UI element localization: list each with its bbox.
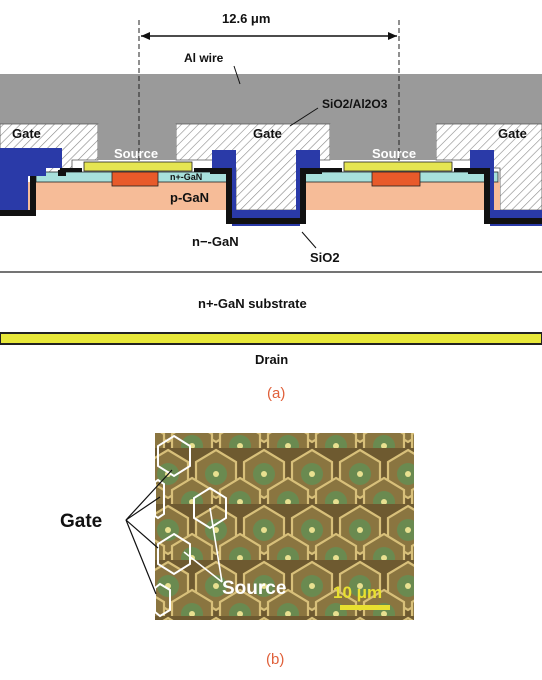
source-label-b: Source xyxy=(222,578,286,599)
gate-label-center: Gate xyxy=(253,126,282,141)
source-label-right: Source xyxy=(372,146,416,161)
red-region-left xyxy=(111,171,159,187)
scale-label: 10 μm xyxy=(333,583,382,602)
drain-label: Drain xyxy=(255,352,288,367)
source-label-left: Source xyxy=(114,146,158,161)
gate-leaders xyxy=(125,469,173,595)
al-wire-label: Al wire xyxy=(184,51,224,65)
nplus-gan-label: n+-GaN xyxy=(170,172,202,182)
source-contact-left xyxy=(83,161,193,172)
al-wire-layer xyxy=(0,74,542,124)
substrate-label: n+-GaN substrate xyxy=(198,296,307,311)
gate-label-left: Gate xyxy=(12,126,41,141)
p-gan-layer-left xyxy=(10,182,234,210)
source-leaders xyxy=(183,507,223,583)
p-gan-layer-right xyxy=(300,182,500,210)
sio2-al2o3-label: SiO2/Al2O3 xyxy=(322,97,388,111)
gate-label-b: Gate xyxy=(60,511,102,532)
nminus-gan-label: n−-GaN xyxy=(192,234,239,249)
source-contact-right xyxy=(343,161,453,172)
caption-b: (b) xyxy=(266,651,284,668)
sio2-liner xyxy=(0,168,542,224)
dimension-label: 12.6 μm xyxy=(222,11,270,26)
device-cross-section xyxy=(0,20,542,345)
caption-a: (a) xyxy=(267,385,285,402)
sio2-label: SiO2 xyxy=(310,250,340,265)
gate-label-right: Gate xyxy=(498,126,527,141)
drain-bar xyxy=(0,332,542,345)
red-region-right xyxy=(371,171,421,187)
p-gan-label: p-GaN xyxy=(170,190,209,205)
scale-bar xyxy=(340,605,390,610)
dimension-marker xyxy=(138,20,400,162)
micrograph xyxy=(154,433,414,620)
